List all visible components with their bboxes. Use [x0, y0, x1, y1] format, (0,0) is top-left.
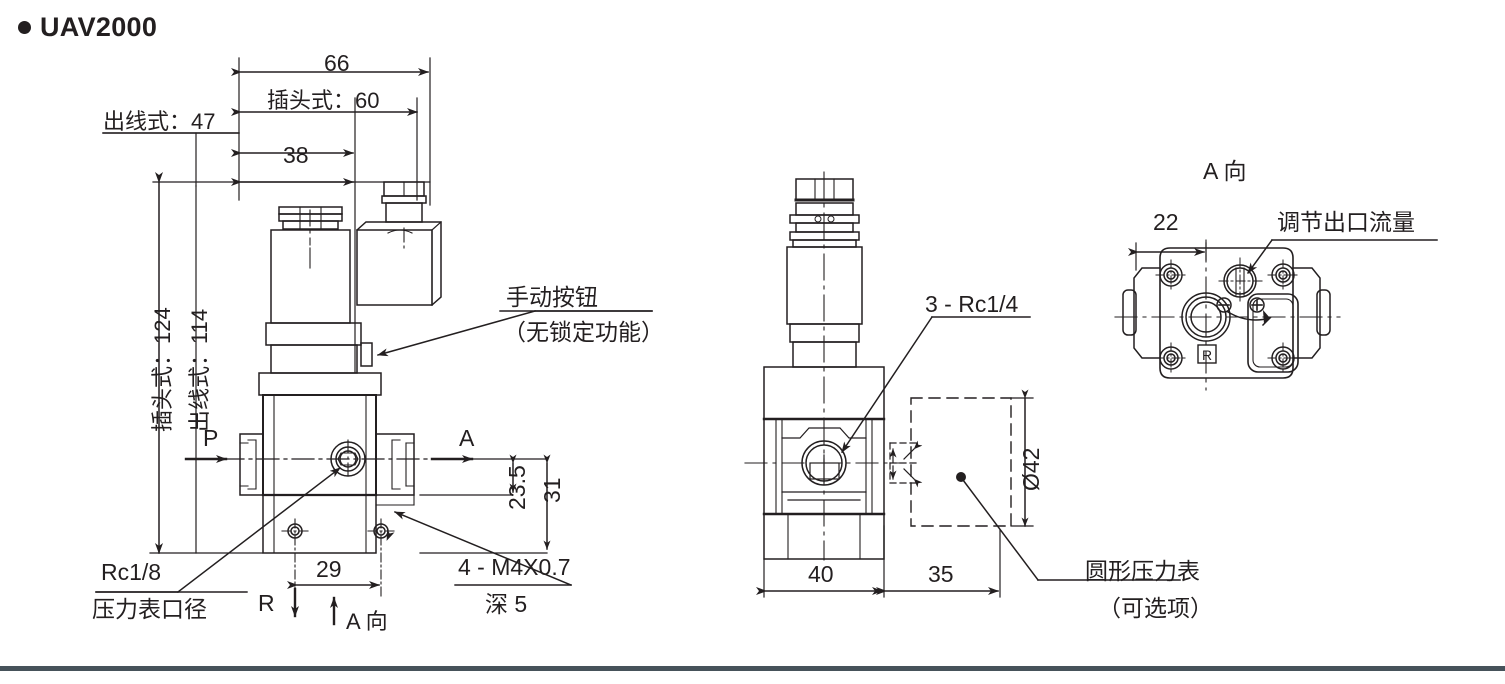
- dim-label-body-width: 40: [808, 561, 834, 587]
- side-view-leaders: [176, 310, 653, 594]
- callout-gauge-port-size: Rc1/8: [101, 559, 162, 585]
- marker-label-r: R: [1202, 347, 1213, 363]
- side-view-bonnet: [265, 322, 373, 374]
- callout-gauge-name: 圆形压力表: [1085, 558, 1200, 584]
- callout-gauge-port-name: 压力表口径: [92, 596, 207, 622]
- side-view-valve-body: [221, 372, 446, 598]
- dim-label-mount-hole-pitch: 29: [316, 556, 342, 582]
- dim-label-height-lead: 出线式：114: [187, 308, 212, 432]
- dim-235-31: [419, 454, 551, 554]
- callout-manual-button-line2: （无锁定功能）: [503, 319, 664, 345]
- side-view-callout-underlines: [95, 132, 653, 593]
- page-title-text: UAV2000: [40, 12, 158, 42]
- view-a-title: A 向: [1203, 158, 1247, 184]
- side-view-port-arrows: [184, 455, 474, 626]
- callout-ports-rc14: 3 - Rc1/4: [925, 291, 1019, 317]
- dim-label-lead-wire-width: 出线式：47: [103, 109, 216, 134]
- front-view: [744, 171, 1181, 598]
- bullet-dot-icon: [18, 21, 31, 34]
- side-view-solenoid-coil: [270, 206, 351, 324]
- port-label-a: A: [459, 425, 475, 451]
- callout-flow-adjust: 调节出口流量: [1277, 209, 1415, 235]
- dim-heights: [149, 172, 263, 554]
- dim-label-port-center-height: 23.5: [504, 465, 530, 510]
- dim-label-gauge-diameter: Ø42: [1018, 447, 1044, 491]
- view-a-drawing: [1114, 238, 1438, 391]
- dim-label-gauge-offset: 35: [928, 561, 954, 587]
- callout-manual-button-line1: 手动按钮: [506, 284, 598, 310]
- dim-label-plug-type-width: 插头式：60: [267, 88, 380, 113]
- callout-mount-thread: 4 - M4X0.7: [458, 554, 571, 580]
- callout-gauge-optional: （可选项）: [1098, 595, 1213, 621]
- view-arrow-label-a: A 向: [346, 609, 388, 634]
- dim-label-overall-width: 66: [324, 50, 350, 76]
- callout-mount-thread-depth: 深 5: [485, 591, 528, 617]
- dim-label-base-height: 31: [539, 477, 565, 503]
- dim-label-coil-width: 38: [283, 142, 309, 168]
- side-view-plug-connector: [355, 181, 442, 307]
- footer-divider: [0, 666, 1505, 671]
- page-title: UAV2000: [18, 14, 157, 41]
- port-label-p: P: [203, 425, 219, 451]
- dim-label-height-plug: 插头式：124: [150, 307, 175, 432]
- port-label-r: R: [258, 590, 275, 616]
- dim-label-hole-pitch: 22: [1153, 209, 1179, 235]
- dim-plug-60: [231, 97, 418, 201]
